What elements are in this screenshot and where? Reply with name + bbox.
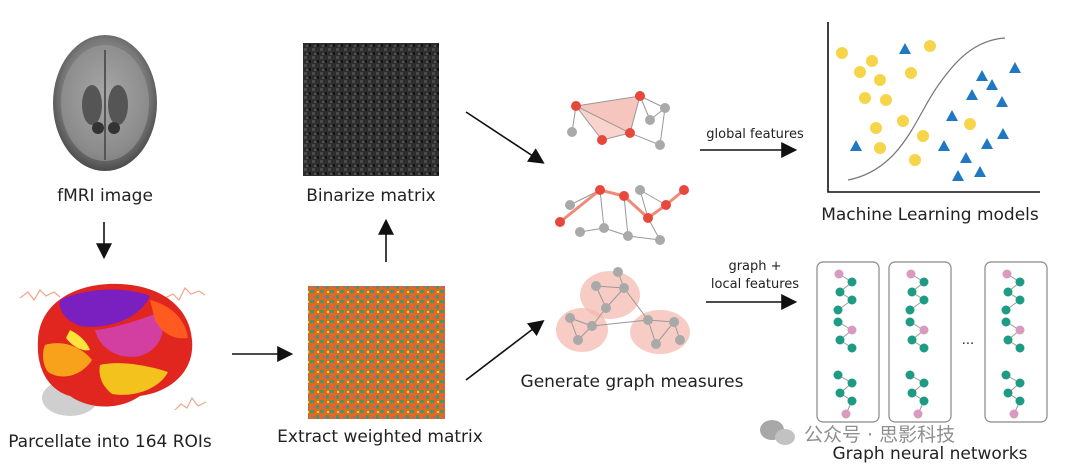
fmri-label: fMRI image xyxy=(40,186,170,206)
extract-label: Extract weighted matrix xyxy=(270,427,490,447)
gnn-panels xyxy=(817,262,1047,422)
wechat-icon xyxy=(760,420,795,445)
ml-scatter-plot xyxy=(828,22,1040,192)
watermark-text: 公众号 · 思影科技 xyxy=(804,420,955,447)
fmri-image xyxy=(52,28,162,178)
graph-plus-label: graph + xyxy=(700,258,810,276)
weighted-matrix xyxy=(308,286,445,419)
parcellated-brain xyxy=(20,284,206,416)
global-features-label: global features xyxy=(700,126,810,144)
gnn-ellipsis: ... xyxy=(956,332,980,350)
binarized-matrix xyxy=(303,43,439,176)
generate-label: Generate graph measures xyxy=(512,372,752,392)
ml-models-label: Machine Learning models xyxy=(812,205,1048,225)
binarize-label: Binarize matrix xyxy=(296,186,446,206)
parcellate-label: Parcellate into 164 ROIs xyxy=(0,432,220,452)
graph-path xyxy=(555,185,689,245)
graph-clustering xyxy=(567,91,670,150)
graph-modules xyxy=(556,267,690,354)
gnn-label: Graph neural networks xyxy=(820,444,1040,464)
local-features-label: local features xyxy=(700,276,810,294)
